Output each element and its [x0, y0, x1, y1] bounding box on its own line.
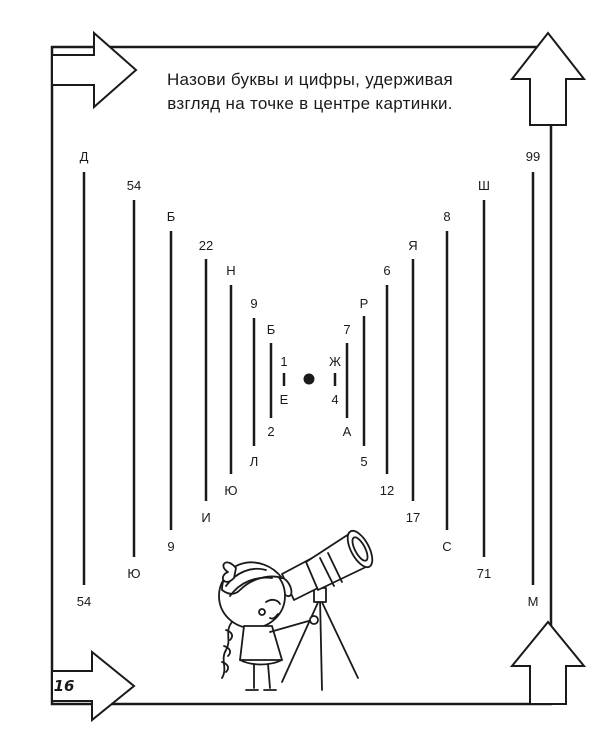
label-top-8: Ж	[328, 354, 342, 369]
arrow-right-bottom-icon	[51, 649, 136, 723]
label-top-13: 8	[443, 209, 451, 224]
girl-telescope-illustration	[218, 529, 374, 691]
label-top-5: 9	[250, 296, 258, 311]
label-top-12: Я	[408, 238, 418, 253]
label-bottom-9: А	[342, 424, 352, 439]
arrow-up-top-icon	[509, 31, 587, 126]
label-top-0: Д	[79, 149, 89, 164]
label-bottom-11: 12	[379, 483, 395, 498]
arrow-right-top-icon	[51, 30, 138, 110]
label-top-9: 7	[343, 322, 351, 337]
instruction-text: Назови буквы и цифры, удерживая взгляд н…	[130, 68, 490, 116]
label-bottom-5: Л	[249, 454, 259, 469]
label-bottom-3: И	[201, 510, 211, 525]
label-bottom-4: Ю	[224, 483, 238, 498]
label-bottom-0: 54	[76, 594, 92, 609]
label-bottom-1: Ю	[127, 566, 141, 581]
label-bottom-14: 71	[476, 566, 492, 581]
center-dot	[303, 373, 315, 385]
label-top-6: Б	[266, 322, 276, 337]
label-bottom-8: 4	[331, 392, 339, 407]
label-top-1: 54	[126, 178, 142, 193]
label-bottom-6: 2	[267, 424, 275, 439]
vertical-bars	[82, 172, 535, 585]
label-bottom-7: Е	[279, 392, 289, 407]
page-number: 16	[53, 677, 75, 695]
label-top-3: 22	[198, 238, 214, 253]
label-bottom-13: С	[442, 539, 452, 554]
label-top-10: Р	[359, 296, 369, 311]
label-top-15: 99	[525, 149, 541, 164]
label-top-14: Ш	[478, 178, 490, 193]
label-bottom-10: 5	[360, 454, 368, 469]
instruction-line-2: взгляд на точке в центре картинки.	[167, 94, 453, 113]
label-top-11: 6	[383, 263, 391, 278]
instruction-line-1: Назови буквы и цифры, удерживая	[166, 70, 454, 89]
arrow-up-bottom-icon	[509, 620, 587, 705]
label-bottom-15: М	[527, 594, 539, 609]
label-bottom-2: 9	[167, 539, 175, 554]
label-top-2: Б	[166, 209, 176, 224]
label-bottom-12: 17	[405, 510, 421, 525]
border-frame	[50, 45, 553, 706]
label-top-7: 1	[280, 354, 288, 369]
label-top-4: Н	[226, 263, 236, 278]
